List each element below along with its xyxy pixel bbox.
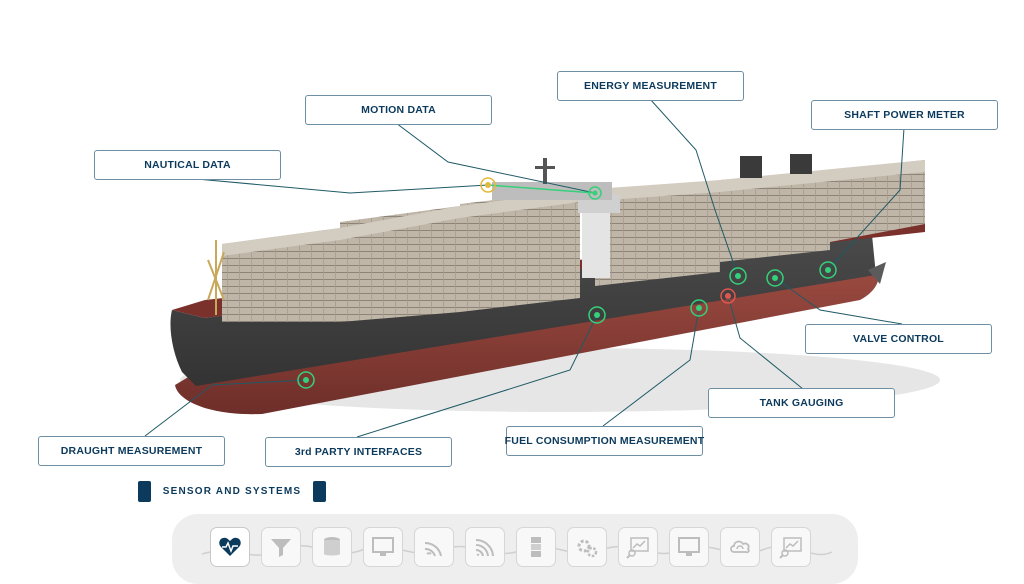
- propeller: [868, 262, 886, 284]
- callout-shaft-power-meter[interactable]: SHAFT POWER METER: [811, 100, 998, 130]
- cloud-sync-icon: [730, 540, 750, 554]
- sensor-marker-fuel: [690, 299, 708, 317]
- hull-lower: [175, 272, 879, 415]
- monitor-icon: [678, 537, 700, 556]
- legend-bar-left: [138, 481, 151, 502]
- leader-draught: [144, 379, 307, 437]
- leader-valve: [774, 277, 903, 325]
- bow-mast: [207, 240, 225, 315]
- tool-chart-search[interactable]: [618, 527, 658, 567]
- tool-monitor-2[interactable]: [669, 527, 709, 567]
- leader-tank: [727, 295, 804, 390]
- sensor-marker-energy: [729, 267, 747, 285]
- callout-motion-data[interactable]: MOTION DATA: [305, 95, 492, 125]
- heart-pulse-icon: [219, 537, 241, 556]
- legend-label: SENSOR AND SYSTEMS: [162, 486, 302, 497]
- motion-green-line: [487, 184, 596, 194]
- leader-fuel: [602, 307, 700, 427]
- callout-tank-gauging[interactable]: TANK GAUGING: [708, 388, 895, 418]
- sensor-marker-tank: [720, 288, 736, 304]
- callout-3rd-party-interfaces[interactable]: 3rd PARTY INTERFACES: [265, 437, 452, 467]
- callout-draught-measurement[interactable]: DRAUGHT MEASUREMENT: [38, 436, 225, 466]
- database-icon: [324, 537, 340, 556]
- sensor-marker-shaft: [819, 261, 837, 279]
- tool-wifi-signal[interactable]: [414, 527, 454, 567]
- leader-nautical: [185, 177, 489, 194]
- callout-energy-measurement[interactable]: ENERGY MEASUREMENT: [557, 71, 744, 101]
- tool-server[interactable]: [516, 527, 556, 567]
- tool-database[interactable]: [312, 527, 352, 567]
- sensor-systems-legend: SENSOR AND SYSTEMS: [138, 481, 326, 502]
- chart-search-icon: [626, 537, 649, 559]
- chart-search-icon: [779, 537, 802, 559]
- container-stacks: [222, 160, 925, 322]
- callout-valve-control[interactable]: VALVE CONTROL: [805, 324, 992, 354]
- server-icon: [531, 537, 541, 557]
- legend-bar-right: [312, 481, 326, 502]
- signal-icon: [475, 538, 494, 557]
- sensor-markers: [297, 177, 837, 389]
- callout-fuel-consumption-measurement[interactable]: FUEL CONSUMPTION MEASUREMENT: [505, 426, 704, 456]
- leader-lines: [144, 98, 905, 438]
- leader-3rd: [356, 314, 598, 438]
- toolbar: [172, 514, 858, 584]
- sensor-marker-draught: [297, 371, 315, 389]
- leader-shaft: [827, 127, 905, 271]
- sensor-marker-valve: [766, 269, 784, 287]
- tool-cloud-sync[interactable]: [720, 527, 760, 567]
- tool-heart-pulse[interactable]: [210, 527, 250, 567]
- tool-gears[interactable]: [567, 527, 607, 567]
- leader-motion: [395, 122, 596, 194]
- tool-filter[interactable]: [261, 527, 301, 567]
- sensor-marker-3rd-party: [588, 306, 606, 324]
- sensor-marker-nautical: [480, 177, 496, 193]
- tool-signal[interactable]: [465, 527, 505, 567]
- monitor-icon: [372, 537, 394, 556]
- callout-nautical-data[interactable]: NAUTICAL DATA: [94, 150, 281, 180]
- tool-monitor[interactable]: [363, 527, 403, 567]
- wifi-signal-icon: [424, 541, 442, 557]
- tool-chart-search-2[interactable]: [771, 527, 811, 567]
- sensor-marker-motion: [588, 186, 602, 200]
- superstructure: [492, 154, 812, 278]
- leader-energy: [649, 98, 739, 277]
- gears-icon: [577, 539, 598, 558]
- filter-icon: [271, 539, 291, 557]
